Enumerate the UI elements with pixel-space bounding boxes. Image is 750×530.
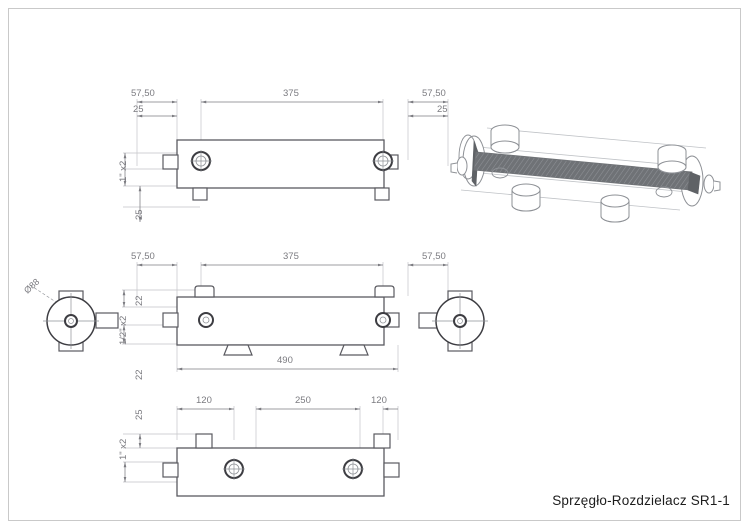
dim-bot-1inch-x2: 1" x2 — [118, 438, 129, 460]
dim-top-1inch-x2: 1" x2 — [118, 160, 129, 182]
dim-top-57-50-left: 57,50 — [131, 88, 155, 99]
dim-mid-half-inch-x2: 1/2" x2 — [118, 315, 129, 345]
dim-top-25-left: 25 — [133, 104, 144, 115]
dim-top-57-50-right: 57,50 — [422, 88, 446, 99]
dim-bot-120-right: 120 — [371, 395, 387, 406]
dim-mid-22-bottom: 22 — [134, 369, 145, 380]
dim-bot-25: 25 — [134, 409, 145, 420]
top-view-geometry — [123, 99, 449, 222]
dim-top-25-right: 25 — [437, 104, 448, 115]
dim-mid-375: 375 — [283, 251, 299, 262]
dim-bot-250: 250 — [295, 395, 311, 406]
bottom-view-geometry — [123, 406, 400, 497]
dim-bot-120-left: 120 — [196, 395, 212, 406]
dim-mid-57-50-right: 57,50 — [422, 251, 446, 262]
dim-top-375: 375 — [283, 88, 299, 99]
dim-mid-22-top: 22 — [134, 295, 145, 306]
middle-view-geometry — [122, 262, 449, 372]
dim-top-25-vertical: 25 — [134, 209, 145, 220]
dim-mid-57-50-left: 57,50 — [131, 251, 155, 262]
drawing-title: Sprzęgło-Rozdzielacz SR1-1 — [552, 493, 730, 508]
dim-mid-490: 490 — [277, 355, 293, 366]
right-end-view-geometry — [418, 290, 488, 352]
sheet-border — [8, 8, 741, 521]
isometric-view-geometry — [450, 124, 721, 223]
left-end-view-geometry — [29, 284, 119, 352]
